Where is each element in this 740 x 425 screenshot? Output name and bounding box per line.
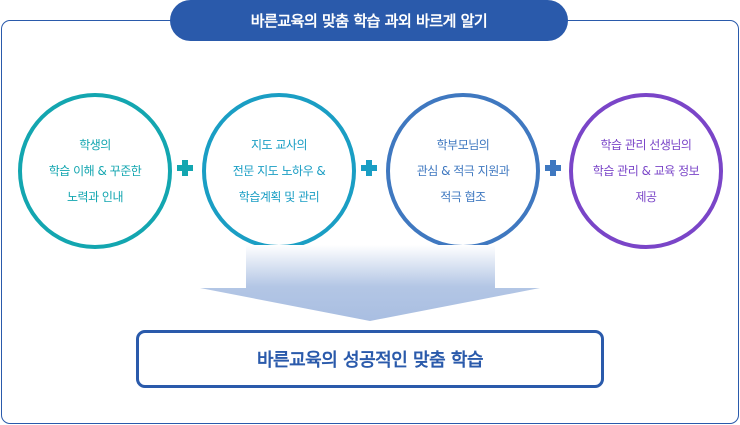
plus-icon bbox=[177, 160, 193, 176]
factor-text-line: 제공 bbox=[635, 190, 657, 204]
factor-text-line: 적극 협조 bbox=[440, 190, 486, 204]
factor-text-line: 학생의 bbox=[79, 138, 111, 152]
plus-icon bbox=[545, 160, 561, 176]
factor-text-line: 학습계획 및 관리 bbox=[238, 190, 320, 204]
factor-text-line: 학습 이해 & 꾸준한 bbox=[48, 164, 142, 178]
factor-text-line: 전문 지도 노하우 & bbox=[232, 164, 326, 178]
down-arrow-icon bbox=[200, 245, 540, 321]
result-box: 바른교육의 성공적인 맞춤 학습 bbox=[136, 330, 604, 388]
diagram-title: 바른교육의 맞춤 학습 과외 바르게 알기 bbox=[170, 0, 568, 41]
factor-text-line: 관심 & 적극 지원과 bbox=[416, 164, 510, 178]
factor-text-line: 노력과 인내 bbox=[66, 190, 124, 204]
plus-icon bbox=[361, 160, 377, 176]
factor-text-line: 학습 관리 선생님의 bbox=[600, 138, 692, 152]
factor-text-line: 지도 교사의 bbox=[250, 138, 308, 152]
factor-text-line: 학습 관리 & 교육 정보 bbox=[592, 164, 700, 178]
factor-text-line: 학부모님의 bbox=[436, 138, 490, 152]
